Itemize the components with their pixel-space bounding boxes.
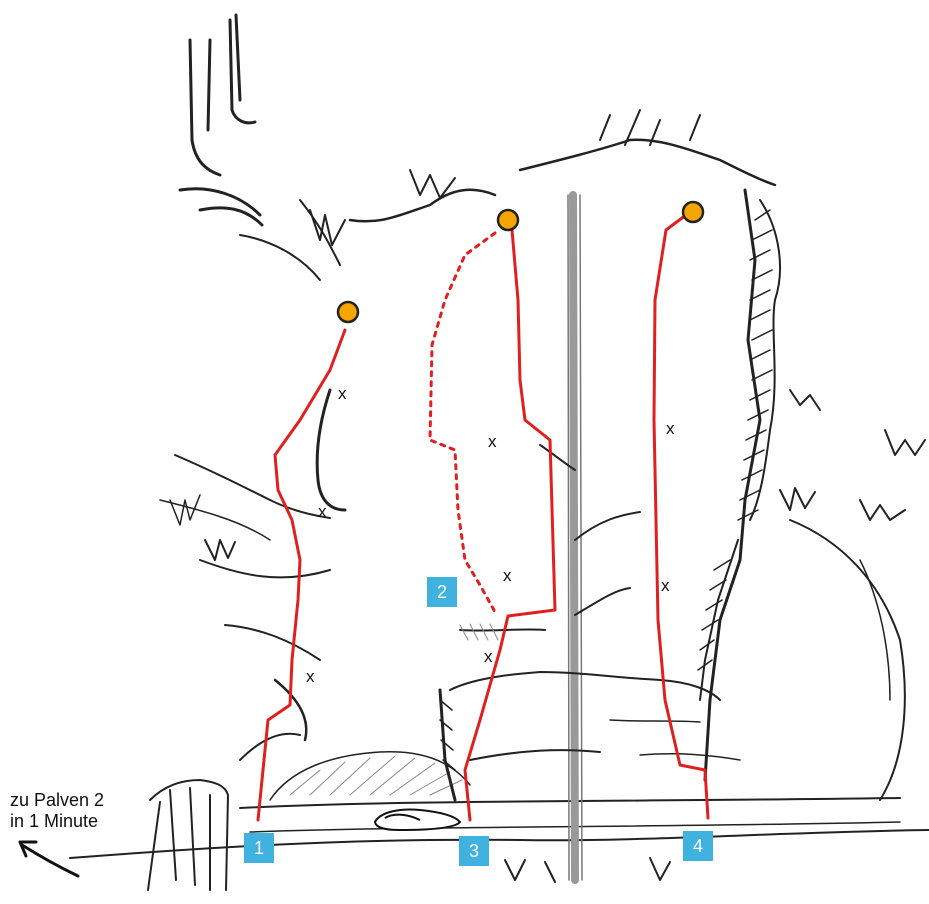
direction-note-line-2: in 1 Minute <box>10 811 104 832</box>
tree-trunk <box>573 195 575 880</box>
bolt-marker: x <box>666 420 675 437</box>
bolt-marker: x <box>306 668 315 685</box>
route-3-line <box>465 230 555 820</box>
bolt-marker: x <box>484 648 493 665</box>
route-4-badge: 4 <box>683 831 713 861</box>
route-3-badge: 3 <box>459 836 489 866</box>
route-2-line <box>430 233 495 612</box>
route-4-line <box>654 212 708 818</box>
bolt-marker: x <box>488 433 497 450</box>
ground-path <box>240 798 900 808</box>
anchor-icon <box>683 202 703 222</box>
anchor-icon <box>498 210 518 230</box>
bolt-marker: x <box>661 577 670 594</box>
direction-note: zu Palven 2 in 1 Minute <box>10 790 104 832</box>
bolt-marker: x <box>318 503 327 520</box>
arrow-icon <box>20 842 78 876</box>
boulder <box>270 752 470 800</box>
route-2-badge: 2 <box>427 577 457 607</box>
route-1-badge: 1 <box>244 833 274 863</box>
tree-stump <box>148 780 228 890</box>
route-1-line <box>258 330 345 820</box>
bolt-marker: x <box>503 567 512 584</box>
bolt-marker: x <box>338 385 347 402</box>
ground-line <box>70 830 929 858</box>
direction-note-line-1: zu Palven 2 <box>10 790 104 811</box>
anchor-icon <box>338 302 358 322</box>
backpack-icon <box>375 810 460 831</box>
